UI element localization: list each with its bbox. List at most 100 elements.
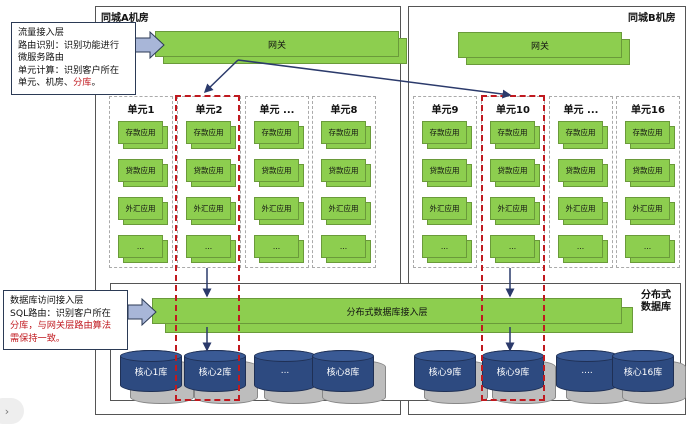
app-service: 贷款应用: [254, 159, 304, 187]
db-top: [414, 350, 476, 362]
next-page-button[interactable]: ›: [0, 398, 24, 424]
unit-a-1: 单元1 存款应用贷款应用外汇应用...: [109, 96, 173, 268]
unit-title: 单元2: [195, 105, 223, 116]
app-label: 存款应用: [490, 121, 535, 144]
highlight-path-a: [175, 95, 240, 401]
app-label: 外汇应用: [254, 197, 299, 220]
app-label: 存款应用: [186, 121, 231, 144]
chevron-right-icon: ›: [4, 404, 10, 418]
traffic-note-line-5b: 分库: [73, 77, 92, 88]
app-service: 外汇应用: [490, 197, 540, 225]
app-label: 外汇应用: [422, 197, 467, 220]
app-label: 外汇应用: [625, 197, 670, 220]
app-service: 外汇应用: [186, 197, 236, 225]
traffic-note-line-5c: 。: [91, 77, 101, 88]
traffic-note-line-3: 微服务路由: [18, 52, 64, 63]
app-label: 贷款应用: [118, 159, 163, 182]
unit-title: 单元 ...: [563, 105, 599, 116]
app-service: ...: [186, 235, 236, 263]
app-service: 外汇应用: [321, 197, 371, 225]
db-note-line-4: 需保持一致。: [10, 332, 66, 344]
db-note-line-2: SQL路由：识别客户所在: [10, 307, 111, 319]
gateway-a: 网关: [155, 31, 399, 57]
unit-a-2: 单元2 存款应用贷款应用外汇应用...: [177, 96, 241, 268]
traffic-layer-note: 流量接入层 路由识别：识别功能进行 微服务路由 单元计算：识别客户所在 单元、机…: [11, 22, 136, 95]
traffic-note-line-4: 单元计算：识别客户所在: [18, 64, 120, 76]
database-cylinder: ...: [254, 350, 334, 404]
app-label: ...: [490, 235, 535, 258]
db-label: 核心9库: [496, 367, 530, 378]
database-cylinder: 核心9库: [414, 350, 494, 404]
app-service: 外汇应用: [558, 197, 608, 225]
app-label: ...: [625, 235, 670, 258]
traffic-note-line-2: 路由识别：识别功能进行: [18, 39, 120, 51]
app-label: 贷款应用: [490, 159, 535, 182]
app-label: 贷款应用: [558, 159, 603, 182]
app-label: 存款应用: [422, 121, 467, 144]
arrow-gateway-to-unit2: [203, 59, 239, 94]
app-label: 存款应用: [625, 121, 670, 144]
app-service: 存款应用: [422, 121, 472, 149]
db-label: 核心1库: [134, 367, 168, 378]
app-label: 外汇应用: [321, 197, 366, 220]
app-service: 外汇应用: [254, 197, 304, 225]
highlight-path-b: [481, 95, 545, 401]
app-service: ...: [118, 235, 168, 263]
app-service: 存款应用: [186, 121, 236, 149]
app-service: ...: [422, 235, 472, 263]
gateway-a-label: 网关: [267, 40, 286, 51]
app-service: 贷款应用: [186, 159, 236, 187]
db-top: [120, 350, 182, 362]
database-cylinder: 核心8库: [312, 350, 392, 404]
db-label: 核心2库: [198, 367, 232, 378]
room-b-title: 同城B机房: [628, 13, 676, 24]
app-label: 贷款应用: [186, 159, 231, 182]
app-label: 存款应用: [254, 121, 299, 144]
app-label: ...: [186, 235, 231, 258]
app-label: ...: [118, 235, 163, 258]
traffic-note-line-1: 流量接入层: [18, 27, 64, 38]
db-label: ....: [581, 366, 593, 376]
db-note-line-3: 分库，与网关层路由算法: [10, 320, 112, 331]
app-label: 存款应用: [118, 121, 163, 144]
database-cylinder: 核心16库: [612, 350, 690, 404]
block-arrow-db: [127, 297, 157, 327]
app-label: 贷款应用: [321, 159, 366, 182]
app-label: ...: [321, 235, 366, 258]
app-label: 外汇应用: [558, 197, 603, 220]
db-label: ...: [280, 366, 290, 376]
app-service: ...: [321, 235, 371, 263]
unit-title: 单元9: [431, 105, 459, 116]
unit-title: 单元8: [330, 105, 358, 116]
app-service: 存款应用: [558, 121, 608, 149]
app-label: 存款应用: [321, 121, 366, 144]
unit-a-3: 单元 ...存款应用贷款应用外汇应用...: [245, 96, 309, 268]
app-label: ...: [558, 235, 603, 258]
gateway-b: 网关: [458, 32, 622, 58]
traffic-note-line-5: 单元、机房、分库。: [18, 77, 129, 90]
db-access-note: 数据库访问接入层 SQL路由：识别客户所在 分库，与网关层路由算法 需保持一致。: [3, 290, 128, 350]
app-service: 存款应用: [254, 121, 304, 149]
app-service: 外汇应用: [422, 197, 472, 225]
unit-title: 单元1: [127, 105, 155, 116]
app-service: 贷款应用: [625, 159, 675, 187]
unit-title: 单元16: [631, 105, 665, 116]
db-top: [184, 350, 246, 362]
app-service: 外汇应用: [118, 197, 168, 225]
app-label: 外汇应用: [118, 197, 163, 220]
db-tier-title-2: 数据库: [641, 302, 671, 313]
db-label: 核心9库: [428, 367, 462, 378]
unit-b-4: 单元16 存款应用贷款应用外汇应用...: [616, 96, 680, 268]
unit-a-4: 单元8 存款应用贷款应用外汇应用...: [312, 96, 376, 268]
db-note-line-1: 数据库访问接入层: [10, 295, 84, 306]
block-arrow-traffic: [134, 30, 165, 60]
app-label: 外汇应用: [490, 197, 535, 220]
app-service: ...: [490, 235, 540, 263]
db-tier-title-1: 分布式: [641, 290, 671, 301]
app-service: 外汇应用: [625, 197, 675, 225]
db-top: [312, 350, 374, 362]
app-service: 存款应用: [490, 121, 540, 149]
app-label: 外汇应用: [186, 197, 231, 220]
